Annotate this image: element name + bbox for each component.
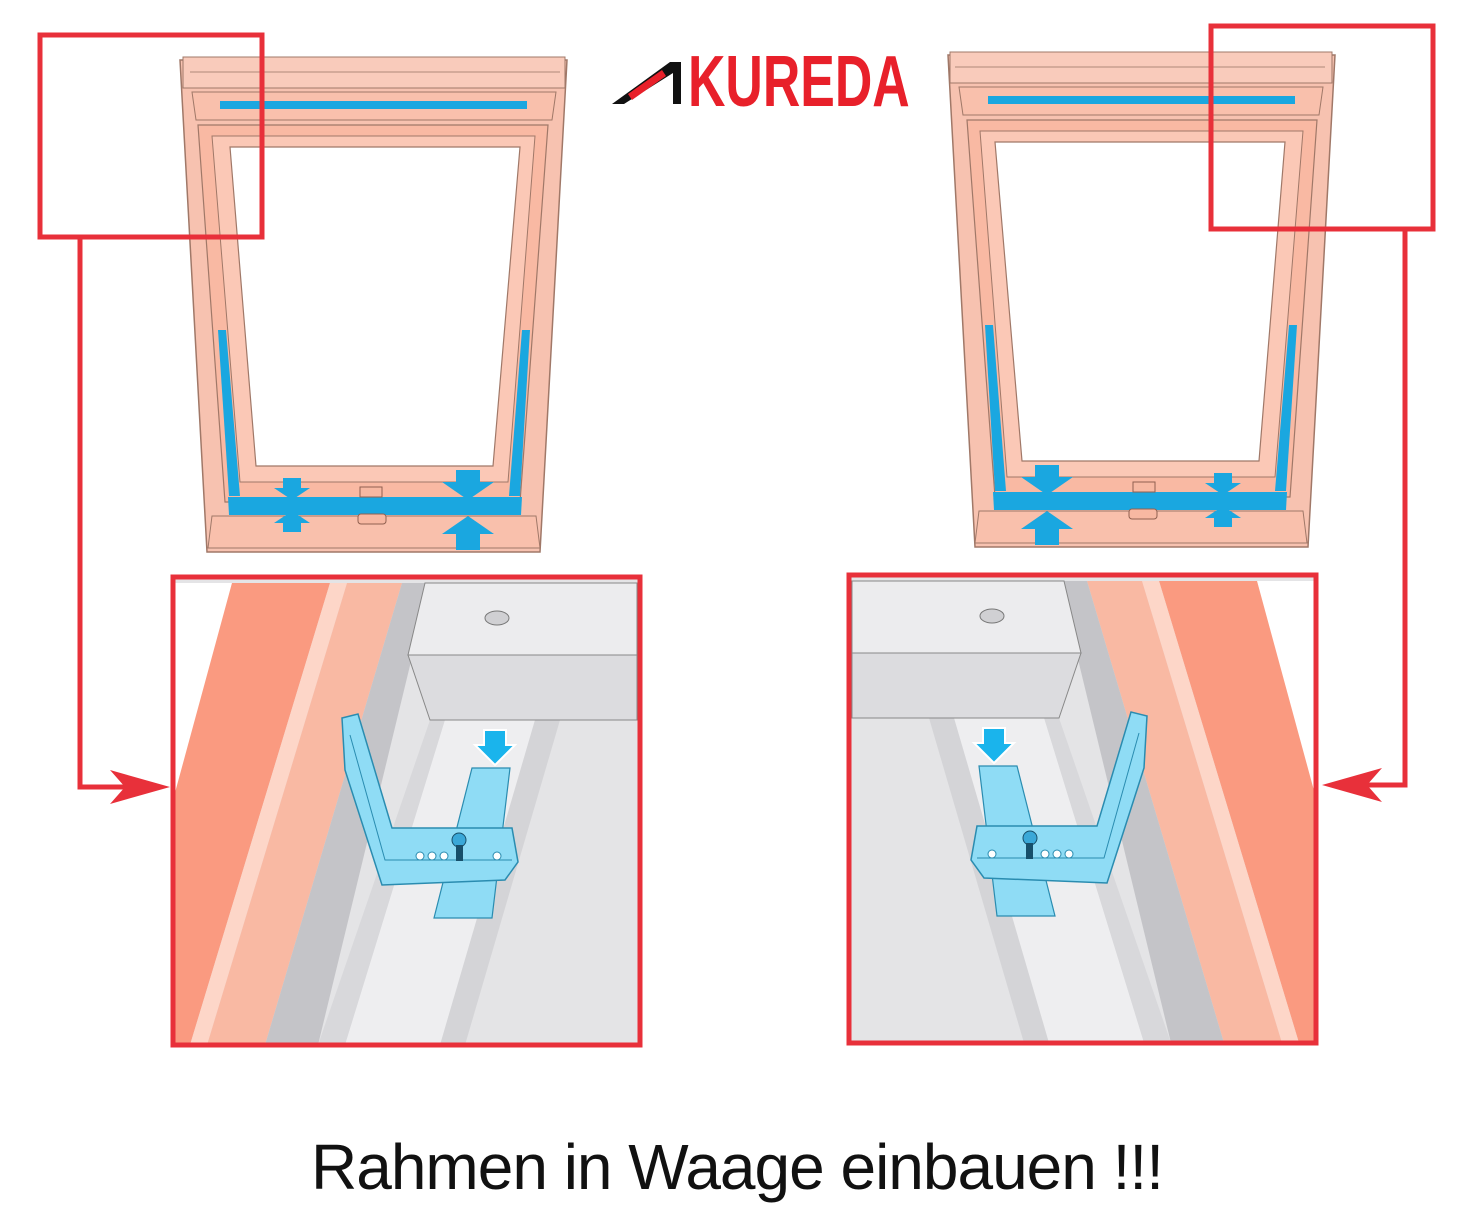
window-frame-right [947,51,1336,548]
kureda-logo: KUREDA [612,42,910,122]
callout-left [37,32,265,790]
logo-text: KUREDA [688,42,910,122]
caption: Rahmen in Waage einbauen !!! [311,1131,1164,1203]
callout-arrow-icon [1322,768,1382,802]
callout-arrow-icon [110,770,170,804]
window-frame-left [179,56,568,553]
detail-panel-left [173,577,640,1045]
detail-panel-right [849,575,1316,1043]
callout-right [1208,23,1436,788]
